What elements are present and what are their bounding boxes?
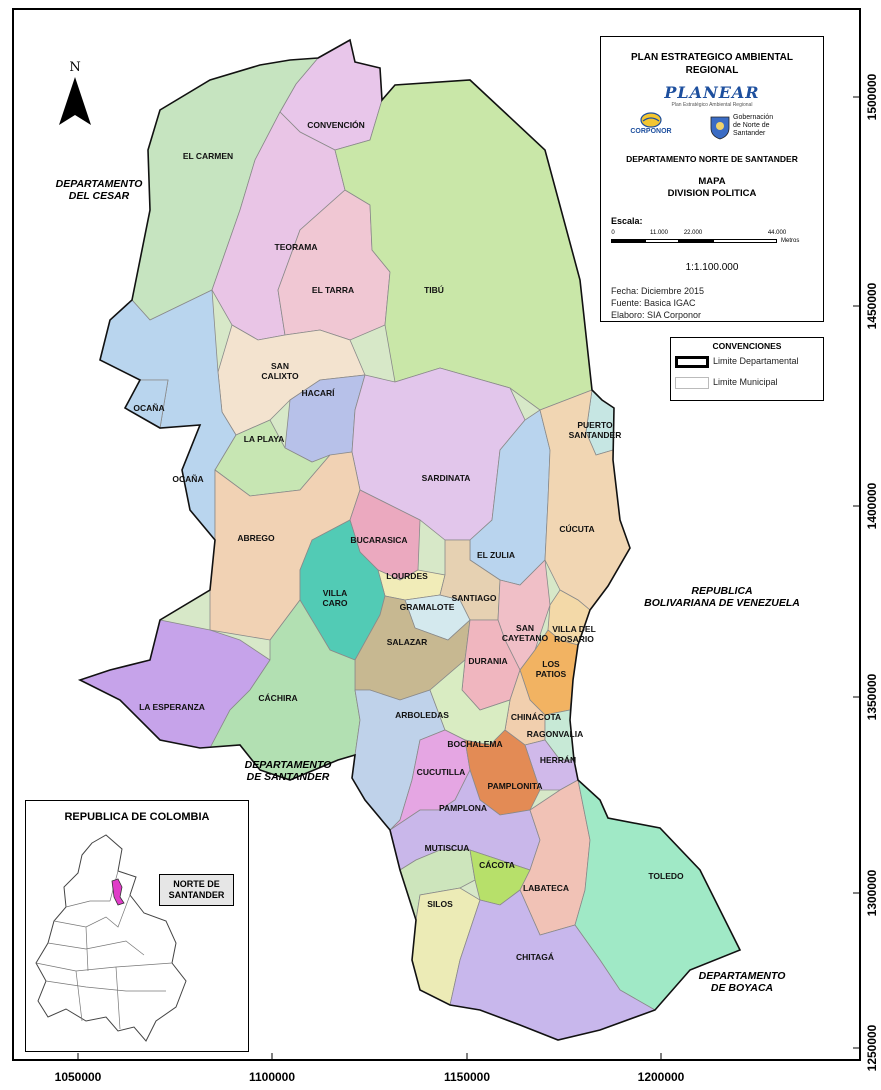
y-tick-label: 1350000	[865, 673, 879, 721]
municipality-label: BUCARASICA	[350, 535, 408, 545]
municipality-label: CONVENCIÓN	[307, 120, 365, 130]
corponor-logo: CORPONOR	[621, 112, 681, 135]
planear-subtitle: Plan Estratégico Ambiental Regional	[671, 102, 753, 108]
legend-title: CONVENCIONES	[712, 341, 782, 351]
region-label: DEPARTAMENTO DEL CESAR	[55, 178, 143, 202]
municipality-label: SAN CAYETANO	[501, 623, 549, 643]
gobernacion-logo-text: Gobernación de Norte de Santander	[733, 114, 774, 137]
municipality-label: TEORAMA	[274, 242, 318, 252]
corponor-logo-text: CORPONOR	[630, 128, 672, 135]
municipality-label: SALAZAR	[386, 637, 428, 647]
scale-tick: 22.000	[683, 230, 703, 236]
municipality-label: EL ZULIA	[476, 550, 516, 560]
y-tick-label: 1250000	[865, 1024, 879, 1072]
legend-item: Limite Departamental	[671, 354, 823, 372]
municipality-label: HERRÁN	[539, 755, 577, 765]
planear-logo: PLANEAR	[664, 83, 760, 102]
municipality-label: EL TARRA	[311, 285, 355, 295]
municipality-label: CUCUTILLA	[416, 767, 466, 777]
inset-map: REPUBLICA DE COLOMBIA NORTE DE SANTANDER	[25, 800, 249, 1052]
municipality-label: LA PLAYA	[243, 434, 285, 444]
municipality-label: VILLA DEL ROSARIO	[552, 624, 596, 644]
legend-item: Limite Municipal	[671, 375, 823, 393]
region-label: REPUBLICA BOLIVARIANA DE VENEZUELA	[644, 585, 800, 609]
municipality-label: SILOS	[427, 899, 453, 909]
municipality-label: LOS PATIOS	[535, 659, 567, 679]
scale-tick: 11.000	[650, 230, 668, 236]
legend-box: CONVENCIONES Limite Departamental Limite…	[670, 337, 824, 401]
y-tick-label: 1450000	[865, 282, 879, 330]
north-arrow-icon	[59, 77, 91, 125]
department-boundary	[77, 38, 742, 1041]
municipality-label: GRAMALOTE	[399, 602, 455, 612]
municipality-label: MUTISCUA	[424, 843, 470, 853]
municipality-label: ABREGO	[237, 533, 275, 543]
municipality-label: SAN CALIXTO	[261, 361, 299, 381]
y-tick-label: 1300000	[865, 869, 879, 917]
scale-bar: 0 11.000 22.000 44.000 Metros	[611, 230, 823, 260]
municipality-label: LA ESPERANZA	[139, 702, 205, 712]
municipality-label: BOCHALEMA	[447, 739, 503, 749]
municipality-label: VILLA CARO	[322, 588, 348, 608]
municipality-label: CÁCOTA	[479, 860, 515, 870]
inset-title: REPUBLICA DE COLOMBIA	[64, 811, 210, 823]
gobernacion-shield-icon	[710, 116, 730, 140]
north-arrow: N	[55, 60, 95, 132]
region-label: DEPARTAMENTO DE BOYACA	[698, 970, 786, 994]
colombia-outline	[35, 834, 187, 1042]
title-box: PLAN ESTRATEGICO AMBIENTAL REGIONAL PLAN…	[600, 36, 824, 322]
municipality-label: OCAÑA	[133, 403, 165, 413]
scale-tick: 0	[611, 230, 615, 236]
municipality-label: HACARÍ	[301, 388, 335, 398]
municipality-label: CÚCUTA	[559, 524, 595, 534]
municipality-label: TOLEDO	[648, 871, 684, 881]
municipality-label: PAMPLONA	[438, 803, 488, 813]
municipality-label: CHITAGÁ	[515, 952, 555, 962]
municipality-label: SARDINATA	[421, 473, 471, 483]
x-tick-label: 1150000	[443, 1070, 491, 1084]
legend-swatch	[675, 356, 709, 368]
municipality-label: RAGONVALIA	[526, 729, 584, 739]
scale-label: Escala:	[611, 216, 643, 226]
municipality-label: LOURDES	[386, 571, 428, 581]
scale-ratio: 1:1.100.000	[685, 262, 739, 273]
legend-label: Limite Departamental	[713, 356, 799, 366]
north-label: N	[69, 60, 81, 75]
legend-label: Limite Municipal	[713, 377, 778, 387]
region-label: DEPARTAMENTO DE SANTANDER	[244, 759, 332, 783]
municipality-label: SANTIAGO	[451, 593, 497, 603]
department-name: DEPARTAMENTO NORTE DE SANTANDER	[626, 154, 798, 164]
map-date: Fecha: Diciembre 2015	[611, 286, 705, 296]
municipality-label: CÁCHIRA	[258, 693, 298, 703]
municipality-label: CHINÁCOTA	[510, 712, 562, 722]
municipality-label: ARBOLEDAS	[395, 710, 449, 720]
x-tick-label: 1200000	[637, 1070, 685, 1084]
map-author: Elaboro: SIA Corponor	[611, 310, 702, 320]
axis-ticks	[77, 96, 861, 1061]
municipality-label: PUERTO SANTANDER	[568, 420, 622, 440]
municipality-label: LABATECA	[522, 883, 570, 893]
municipality-label: EL CARMEN	[182, 151, 234, 161]
municipality-label: TIBÚ	[424, 285, 444, 295]
scale-unit: Metros	[781, 238, 800, 244]
x-tick-label: 1100000	[248, 1070, 296, 1084]
y-tick-label: 1400000	[865, 482, 879, 530]
municipality-label: PAMPLONITA	[487, 781, 543, 791]
y-tick-label: 1500000	[865, 73, 879, 121]
corponor-emblem-icon	[640, 112, 662, 128]
scale-tick: 44.000	[767, 230, 787, 236]
plan-title: PLAN ESTRATEGICO AMBIENTAL REGIONAL	[630, 52, 794, 76]
legend-swatch	[675, 377, 709, 389]
municipality-label: DURANIA	[468, 656, 508, 666]
municipality-label: OCAÑA	[172, 474, 204, 484]
inset-highlight-label: NORTE DE SANTANDER	[159, 874, 234, 906]
map-title: MAPA DIVISION POLITICA	[667, 176, 757, 199]
map-source: Fuente: Basica IGAC	[611, 298, 696, 308]
norte-de-santander-highlight	[111, 878, 125, 906]
x-tick-label: 1050000	[54, 1070, 102, 1084]
